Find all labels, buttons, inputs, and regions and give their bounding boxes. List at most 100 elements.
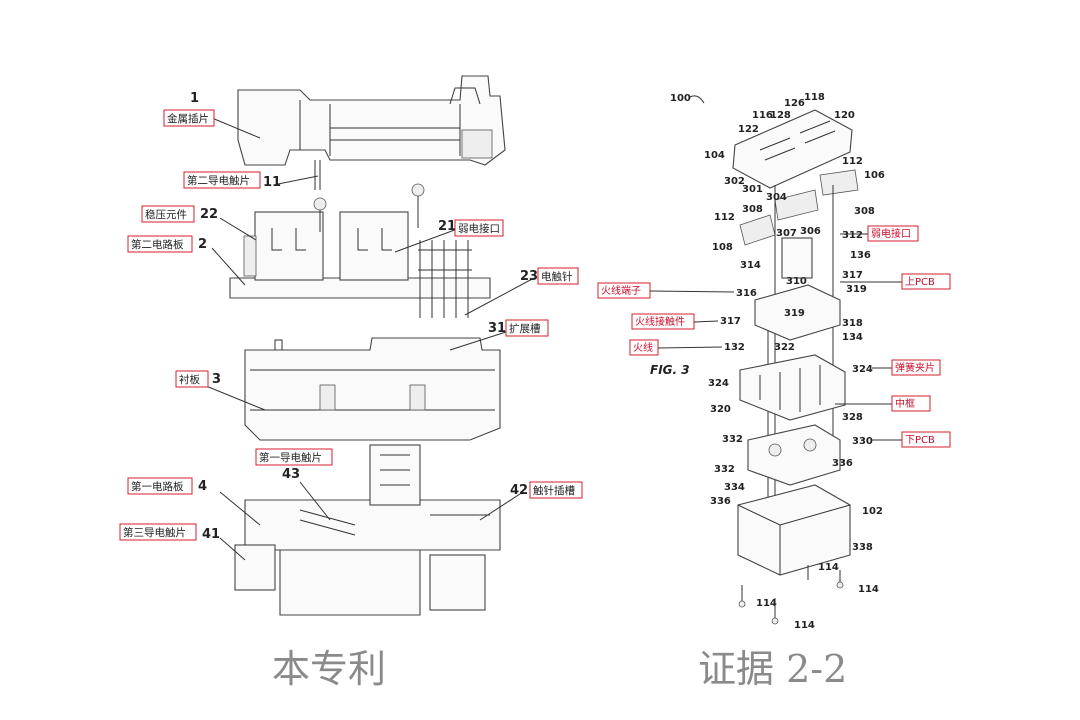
svg-text:120: 120 [834, 110, 855, 121]
svg-text:衬板: 衬板 [179, 373, 200, 386]
svg-text:2: 2 [198, 237, 207, 252]
svg-text:上PCB: 上PCB [905, 276, 935, 288]
svg-text:第二导电触片: 第二导电触片 [187, 174, 250, 187]
svg-text:126: 126 [784, 98, 805, 109]
svg-text:314: 314 [740, 260, 761, 271]
callout-21: 21 弱电接口 [438, 219, 504, 237]
svg-text:334: 334 [724, 482, 745, 493]
svg-text:316: 316 [736, 288, 757, 299]
svg-text:104: 104 [704, 150, 725, 161]
callout-22: 稳压元件 22 [141, 205, 218, 223]
svg-text:第二电路板: 第二电路板 [131, 238, 184, 251]
svg-text:310: 310 [786, 276, 807, 287]
svg-text:114: 114 [794, 620, 815, 631]
red-label-live-wire: 火线 [629, 339, 723, 356]
svg-text:扩展槽: 扩展槽 [509, 322, 541, 335]
svg-text:1: 1 [190, 91, 199, 106]
svg-text:火线接触件: 火线接触件 [635, 315, 685, 328]
red-label-spring-clip: 弹簧夹片 [872, 359, 941, 376]
second-circuit-board-part [229, 183, 491, 318]
right-caption: 证据 2-2 [698, 647, 847, 691]
svg-text:336: 336 [832, 458, 853, 469]
svg-text:23: 23 [520, 269, 538, 284]
callout-41: 第三导电触片 41 [119, 523, 220, 542]
svg-text:火线: 火线 [633, 341, 653, 354]
left-drawing: 1 金属插片 第二导电触片 11 稳压元件 22 第二电路板 2 21 弱电接口… [119, 75, 583, 691]
callout-43: 第一导电触片 43 [255, 448, 333, 482]
metal-insert-part [237, 75, 506, 190]
callout-42: 42 触针插槽 [510, 481, 583, 499]
svg-text:11: 11 [263, 175, 281, 190]
callout-11: 第二导电触片 11 [183, 171, 281, 190]
svg-text:318: 318 [842, 318, 863, 329]
svg-text:中框: 中框 [895, 397, 915, 410]
svg-text:122: 122 [738, 124, 759, 135]
svg-text:弹簧夹片: 弹簧夹片 [895, 361, 935, 374]
callout-2: 第二电路板 2 [127, 235, 207, 253]
svg-text:304: 304 [766, 192, 787, 203]
svg-text:第三导电触片: 第三导电触片 [123, 526, 186, 539]
svg-text:116: 116 [752, 110, 773, 121]
svg-text:下PCB: 下PCB [905, 435, 935, 446]
red-label-weak-interface: 弱电接口 [840, 225, 919, 242]
svg-text:134: 134 [842, 332, 863, 343]
svg-text:118: 118 [804, 92, 825, 103]
middle-frame-part [739, 354, 846, 421]
svg-text:332: 332 [722, 434, 743, 445]
svg-text:136: 136 [850, 250, 871, 261]
ref-100: 100 [670, 93, 691, 104]
svg-text:稳压元件: 稳压元件 [145, 208, 187, 221]
weak-interface-part [781, 237, 813, 279]
svg-text:106: 106 [864, 170, 885, 181]
red-label-lower-pcb: 下PCB [872, 431, 951, 448]
svg-text:320: 320 [710, 404, 731, 415]
callout-31: 31 扩展槽 [488, 319, 549, 337]
svg-text:319: 319 [846, 284, 867, 295]
svg-text:114: 114 [818, 562, 839, 573]
right-drawing: FIG. 3 100 118 126 128 116 120 122 104 3… [597, 92, 951, 691]
left-leader-lines [205, 117, 535, 561]
svg-text:第一电路板: 第一电路板 [131, 480, 184, 493]
svg-text:308: 308 [854, 206, 875, 217]
callout-3: 衬板 3 [175, 370, 221, 388]
svg-text:306: 306 [800, 226, 821, 237]
svg-text:112: 112 [714, 212, 735, 223]
svg-text:308: 308 [742, 204, 763, 215]
red-label-live-terminal: 火线端子 [597, 282, 735, 299]
svg-text:第一导电触片: 第一导电触片 [259, 451, 322, 464]
red-label-upper-pcb: 上PCB [840, 273, 951, 290]
base-housing-part [737, 484, 851, 576]
callout-23: 23 电触针 [520, 267, 579, 285]
svg-text:触针插槽: 触针插槽 [533, 484, 575, 497]
svg-text:324: 324 [708, 378, 729, 389]
svg-text:108: 108 [712, 242, 733, 253]
lower-pcb-part [747, 424, 841, 486]
svg-text:102: 102 [862, 506, 883, 517]
svg-text:弱电接口: 弱电接口 [871, 227, 911, 240]
svg-text:307: 307 [776, 228, 797, 239]
red-label-middle-frame: 中框 [835, 395, 931, 412]
callout-4: 第一电路板 4 [127, 477, 207, 495]
svg-text:317: 317 [720, 316, 741, 327]
svg-text:328: 328 [842, 412, 863, 423]
svg-text:43: 43 [282, 467, 300, 482]
fig3-label: FIG. 3 [650, 363, 690, 377]
svg-text:3: 3 [212, 372, 221, 387]
svg-text:330: 330 [852, 436, 873, 447]
svg-text:302: 302 [724, 176, 745, 187]
svg-text:112: 112 [842, 156, 863, 167]
svg-text:42: 42 [510, 483, 528, 498]
svg-text:301: 301 [742, 184, 763, 195]
svg-text:41: 41 [202, 527, 220, 542]
svg-text:金属插片: 金属插片 [167, 112, 209, 125]
left-caption: 本专利 [272, 647, 386, 691]
svg-text:4: 4 [198, 479, 207, 494]
svg-text:弱电接口: 弱电接口 [458, 222, 500, 235]
ref-100-arrow [689, 95, 705, 104]
svg-text:114: 114 [858, 584, 879, 595]
svg-text:336: 336 [710, 496, 731, 507]
svg-text:114: 114 [756, 598, 777, 609]
svg-text:22: 22 [200, 207, 218, 222]
red-label-live-contact: 火线接触件 [631, 313, 719, 330]
